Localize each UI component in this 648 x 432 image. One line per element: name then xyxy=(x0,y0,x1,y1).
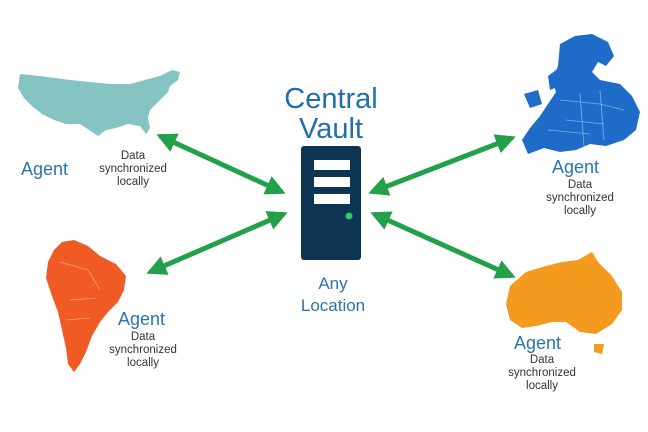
note-line-3: locally xyxy=(526,380,558,392)
agent-label-usa: Agent xyxy=(21,159,69,179)
note-line-1: Data xyxy=(567,179,593,191)
central-vault-title: Central Vault xyxy=(251,84,411,144)
arrow-europe xyxy=(368,134,516,196)
south-america-map-icon xyxy=(46,240,126,372)
note-line-3: locally xyxy=(564,205,596,217)
australia-map-icon xyxy=(506,252,622,354)
note-line-2: synchronized xyxy=(508,367,576,379)
note-line-3: locally xyxy=(127,357,159,369)
note-line-1: Data xyxy=(130,331,156,343)
location-line-1: Any xyxy=(318,274,348,293)
arrows xyxy=(146,133,516,279)
note-line-2: synchronized xyxy=(546,192,614,204)
title-line-2: Vault xyxy=(299,113,363,145)
agent-label-south-america: Agent xyxy=(118,309,166,329)
agent-note-australia: Data synchronized locally xyxy=(497,354,587,393)
note-line-2: synchronized xyxy=(109,344,177,356)
any-location-label: Any Location xyxy=(273,273,393,317)
location-line-2: Location xyxy=(300,296,366,315)
usa-map-icon xyxy=(18,70,180,136)
arrow-south-america xyxy=(146,211,288,275)
agent-note-usa: Data synchronized locally xyxy=(88,150,178,189)
note-line-2: synchronized xyxy=(99,163,167,175)
arrow-australia xyxy=(370,211,516,279)
title-line-1: Central xyxy=(284,83,378,115)
note-line-3: locally xyxy=(117,176,149,188)
agent-note-europe: Data synchronized locally xyxy=(535,179,625,218)
agent-label-europe: Agent xyxy=(552,157,600,177)
note-line-1: Data xyxy=(529,354,555,366)
note-line-1: Data xyxy=(120,150,146,162)
agent-label-australia: Agent xyxy=(514,333,562,353)
arrow-usa xyxy=(156,133,286,195)
server-icon xyxy=(301,146,361,260)
agent-note-south-america: Data synchronized locally xyxy=(98,331,188,370)
europe-map-icon xyxy=(522,34,640,154)
